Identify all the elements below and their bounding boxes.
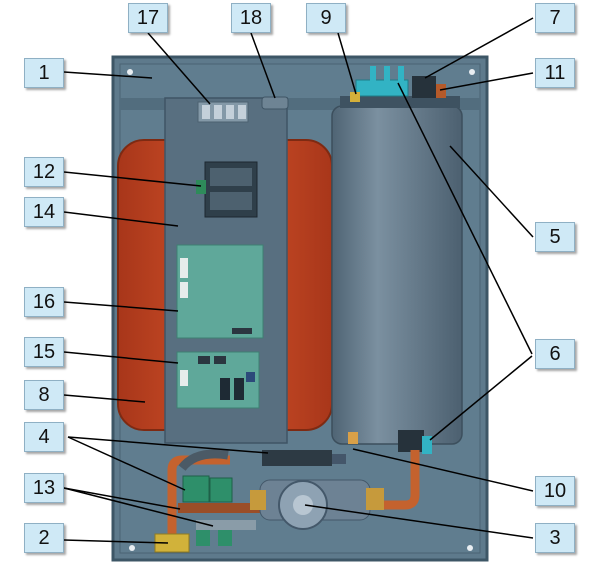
pressure-fitting	[350, 92, 360, 102]
leader-line	[67, 436, 186, 491]
mount-hole	[127, 69, 133, 75]
callout-1: 1	[24, 58, 64, 88]
controller-board	[176, 244, 264, 339]
safety-thermostat	[182, 475, 210, 503]
callout-7: 7	[535, 3, 575, 33]
copper-pipe	[370, 450, 420, 510]
callout-2: 2	[24, 523, 64, 553]
mount-hole	[469, 69, 475, 75]
callout-15: 15	[24, 337, 64, 367]
callout-18: 18	[231, 3, 271, 33]
leader-line	[250, 32, 276, 99]
leader-line	[63, 539, 169, 544]
leader-line	[63, 171, 202, 187]
leader-line	[439, 72, 534, 91]
leader-line	[147, 32, 211, 105]
callout-11: 11	[535, 58, 575, 88]
bottom-element	[398, 430, 424, 452]
heating-element-terminals	[355, 79, 409, 97]
copper-pipe	[167, 455, 230, 534]
mount-hole	[467, 545, 473, 551]
leader-line	[429, 355, 533, 441]
callout-8: 8	[24, 380, 64, 410]
leader-line	[352, 448, 534, 492]
callout-6: 6	[535, 339, 575, 369]
callout-14: 14	[24, 197, 64, 227]
leader-line	[304, 504, 534, 539]
leader-line	[397, 82, 533, 355]
callout-10: 10	[535, 476, 575, 506]
leader-line	[63, 351, 179, 364]
callout-12: 12	[24, 157, 64, 187]
callout-5: 5	[535, 222, 575, 252]
air-vent	[412, 76, 436, 98]
leader-line	[449, 145, 534, 238]
callout-3: 3	[535, 523, 575, 553]
leader-line	[67, 436, 269, 454]
callout-16: 16	[24, 287, 64, 317]
leader-line	[424, 17, 534, 79]
bracket	[178, 503, 268, 513]
leader-line	[63, 71, 153, 79]
leader-line	[63, 487, 214, 527]
flex-hose	[178, 449, 229, 472]
temperature-sensor	[436, 84, 446, 98]
callout-17: 17	[128, 3, 168, 33]
leader-line	[63, 301, 179, 312]
callout-13: 13	[24, 473, 64, 503]
bracket	[196, 520, 256, 530]
terminal-block	[197, 101, 249, 123]
leader-line	[63, 487, 181, 510]
leader-line	[63, 211, 179, 227]
callout-9: 9	[306, 3, 346, 33]
mount-hole	[129, 545, 135, 551]
leader-line	[337, 32, 357, 95]
flow-sensor	[262, 450, 332, 466]
leader-line	[63, 394, 146, 403]
callout-4: 4	[24, 422, 64, 452]
